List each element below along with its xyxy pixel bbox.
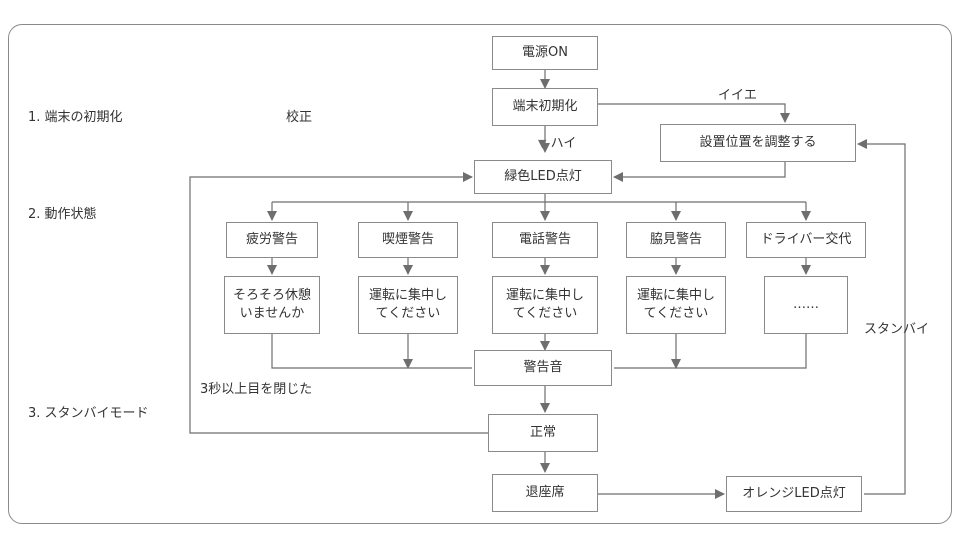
edge-label-eyes-closed: 3秒以上目を閉じた xyxy=(200,382,313,397)
adjust-position-node: 設置位置を調整する xyxy=(660,124,856,162)
edge-label-no: イイエ xyxy=(718,88,757,103)
init-node: 端末初期化 xyxy=(492,88,598,126)
green-led-node: 緑色LED点灯 xyxy=(474,160,612,194)
calibration-label: 校正 xyxy=(286,110,313,125)
edge-right-msgs-to-alarm xyxy=(614,334,807,368)
edge-adjust-to-green xyxy=(613,162,786,182)
edge-label-standby: スタンバイ xyxy=(864,322,930,337)
distraction-warning-node: 脇見警告 xyxy=(626,222,726,258)
edge-normal-loop xyxy=(189,172,488,434)
normal-node: 正常 xyxy=(488,414,598,452)
phone-warning-node: 電話警告 xyxy=(492,222,598,258)
edge-left-msgs-to-alarm xyxy=(271,334,472,368)
fatigue-message-node: そろそろ休憩 いませんか xyxy=(224,276,320,334)
orange-led-node: オレンジLED点灯 xyxy=(726,476,862,512)
phone-message-node: 運転に集中し てください xyxy=(492,276,598,334)
smoking-warning-node: 喫煙警告 xyxy=(358,222,458,258)
driver-message-node: …… xyxy=(764,276,848,334)
smoking-message-node: 運転に集中し てください xyxy=(358,276,458,334)
down-arrow-icon: ▼ xyxy=(538,137,547,150)
driver-change-node: ドライバー交代 xyxy=(746,222,866,258)
edge-standby-loop xyxy=(857,139,906,495)
diagram-frame xyxy=(8,24,952,524)
yes-label: ハイ xyxy=(550,136,577,151)
distraction-message-node: 運転に集中し てください xyxy=(626,276,726,334)
edge-init-to-adjust xyxy=(598,103,790,123)
fatigue-warning-node: 疲労警告 xyxy=(226,222,318,258)
stage-1-label: 1. 端末の初期化 xyxy=(28,110,123,125)
stage-2-label: 2. 動作状態 xyxy=(28,207,97,222)
alarm-node: 警告音 xyxy=(474,350,612,386)
power-on-node: 電源ON xyxy=(492,36,598,70)
stage-3-label: 3. スタンバイモード xyxy=(28,406,149,421)
edge-label-yes: ▼ ハイ xyxy=(538,132,576,151)
edge-green-bus xyxy=(272,194,806,203)
leave-seat-node: 退座席 xyxy=(492,474,598,512)
